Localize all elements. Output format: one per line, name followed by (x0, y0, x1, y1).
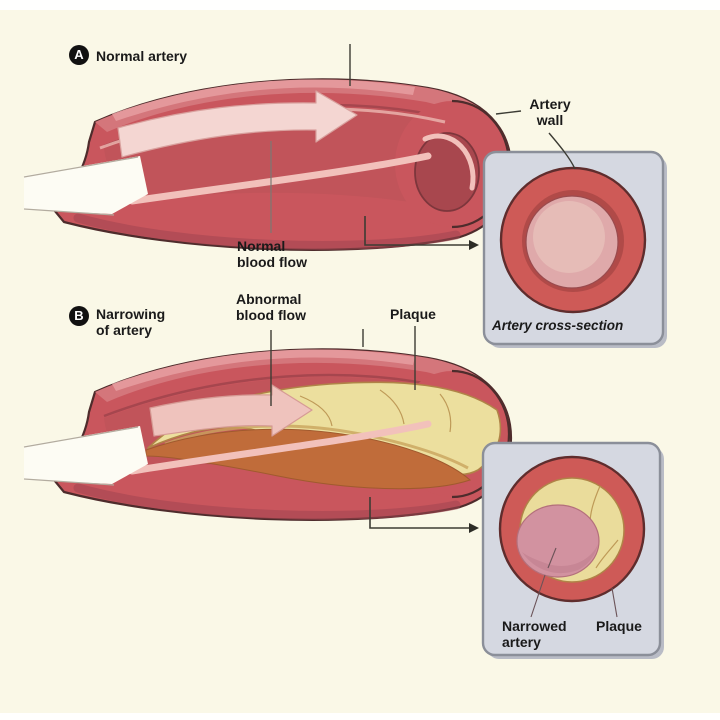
artery-a-opening (414, 132, 480, 212)
artery-wall-label: Artery wall (527, 96, 573, 128)
artery-wall-dash-line (495, 110, 522, 115)
section-b-title: Narrowing of artery (96, 306, 165, 338)
artery-a-highlight (112, 79, 415, 121)
artery-b-bottom-shading (73, 483, 461, 520)
top-white-strip (0, 0, 720, 10)
artery-b-illustration (23, 348, 513, 521)
plaque-crack-1 (299, 395, 333, 427)
plaque-label: Plaque (390, 306, 436, 322)
inset-a-lumen-highlight (533, 201, 605, 273)
narrowed-artery-label: Narrowed artery (502, 618, 567, 650)
artery-a-cut-edge-lower (128, 152, 432, 205)
artery-b-wall-edge (103, 373, 449, 418)
plaque-crack-2 (379, 389, 405, 425)
artery-a-cut-continuation (24, 156, 148, 214)
plaque-lower-edge (164, 424, 469, 470)
artery-a-opening-rim (422, 133, 476, 191)
inset-plaque-label: Plaque (596, 618, 642, 634)
narrowed-artery-leader-line (530, 547, 557, 618)
artery-b-sketch-line-top (23, 426, 139, 448)
artery-b-sketch-line-bottom (23, 478, 115, 486)
artery-a-sketch-line-bottom (23, 208, 115, 216)
artery-a-sketch-line-top (23, 156, 139, 178)
inset-b-lumen-shading (522, 544, 598, 574)
artery-b-cut-edge-lower (128, 420, 432, 475)
artery-a-illustration (23, 78, 513, 251)
blood-flow-arrow-a (117, 90, 358, 158)
artery-a-bottom-shading (73, 213, 461, 250)
narrowed-artery-line1: Narrowed (502, 618, 567, 634)
normal-blood-flow-line1: Normal (237, 238, 286, 254)
inset-b-plaque-crack-2 (595, 539, 619, 569)
artery-wall-label-line2: wall (536, 112, 564, 129)
bottom-white-strip (0, 713, 720, 720)
normal-blood-flow-label: Normal blood flow (237, 238, 307, 270)
section-b-title-line2: of artery (96, 322, 153, 339)
artery-b-highlight (112, 349, 415, 391)
section-b-badge: B (69, 306, 89, 326)
inset-plaque-leader-line (611, 587, 618, 618)
section-a-badge: A (69, 45, 89, 65)
leader-lines (270, 44, 618, 618)
abnormal-blood-flow-label: Abnormal blood flow (236, 291, 306, 323)
artery-wall-leader-line (548, 132, 576, 170)
section-a-title: Normal artery (96, 48, 188, 64)
connector-b (369, 497, 470, 529)
cross-section-inset-a (482, 150, 667, 348)
artery-b-cut-continuation (24, 426, 148, 484)
cross-section-inset-b (481, 441, 664, 659)
connector-a (364, 216, 470, 246)
section-b-title-line1: Narrowing (96, 306, 166, 322)
abnormal-blood-flow-line1: Abnormal (236, 291, 302, 307)
inset-a-caption: Artery cross-section (492, 318, 624, 333)
abnormal-blood-flow-line2: blood flow (236, 307, 306, 324)
plaque-crack-3 (439, 393, 452, 433)
inset-b-narrowed-lumen (516, 504, 600, 578)
artery-b-open-end-outline (451, 369, 511, 499)
artery-wall-label-line1: Artery (529, 96, 571, 112)
narrowed-artery-line2: artery (502, 634, 541, 651)
connector-b-arrowhead (469, 523, 479, 533)
normal-blood-flow-line2: blood flow (237, 254, 307, 271)
connector-a-arrowhead (469, 240, 479, 250)
